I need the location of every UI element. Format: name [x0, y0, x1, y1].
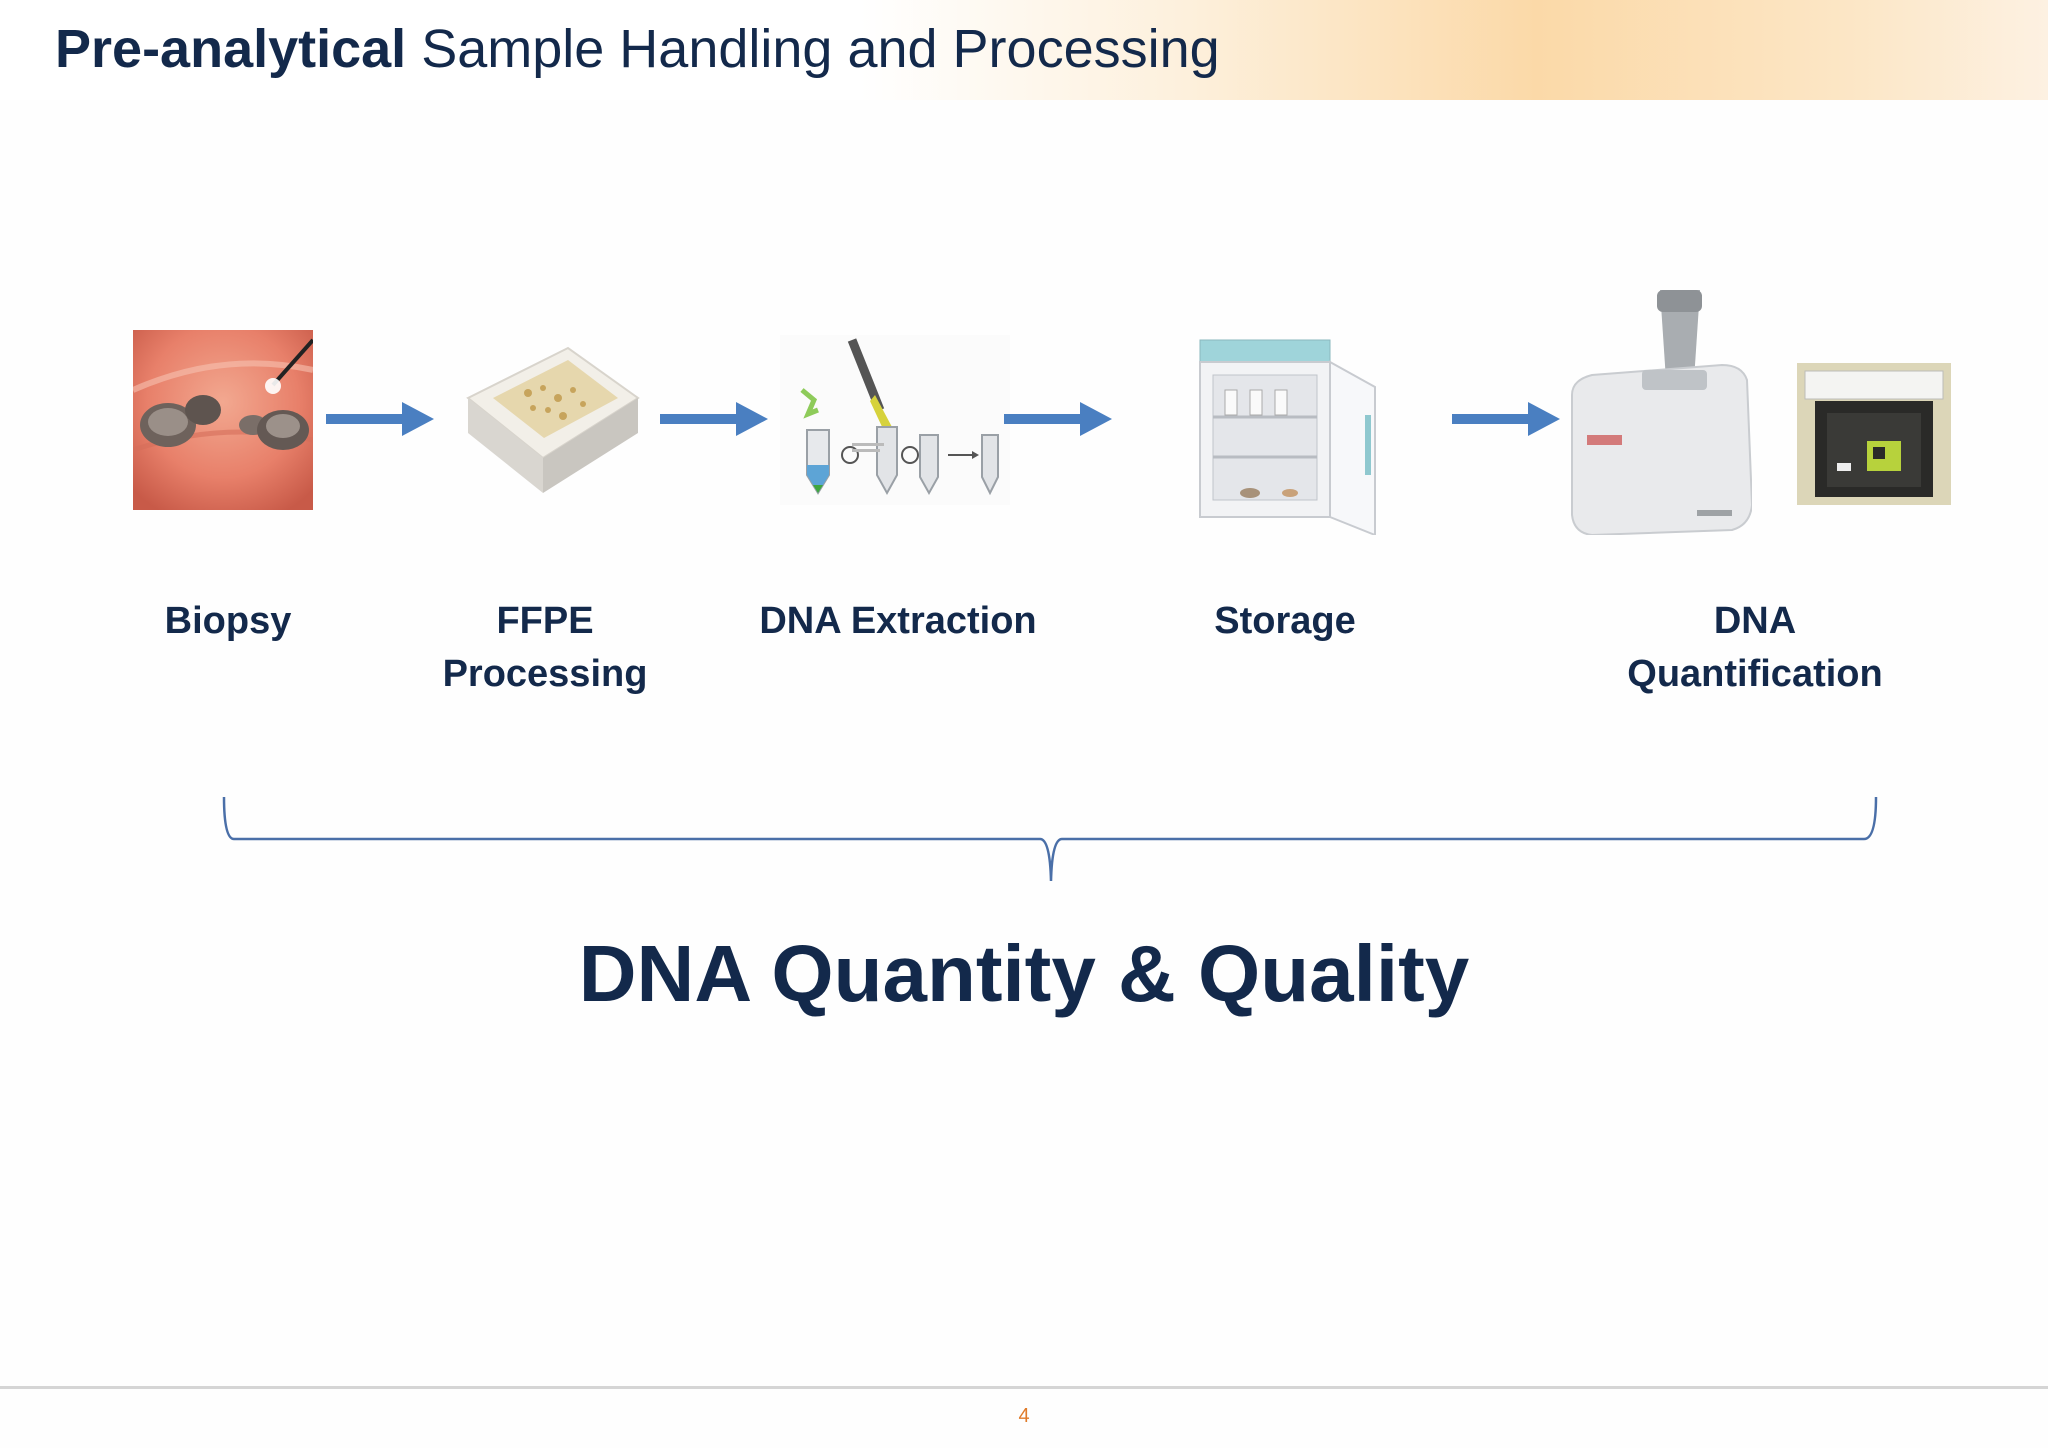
step-label-line: DNA Extraction [759, 600, 1037, 642]
header-band [0, 0, 2048, 100]
storage-fridge-image [1199, 339, 1376, 535]
footer-divider [0, 1386, 2048, 1389]
conclusion-text: DNA Quantity & Quality [578, 929, 1470, 1018]
step-label-biopsy: Biopsy [128, 595, 328, 648]
spectrophotometer-image [1571, 290, 1752, 535]
dna-extraction-image [780, 335, 1010, 505]
step-label-ffpe-processing: FFPE Processing [425, 595, 665, 701]
step-label-dna-extraction: DNA Extraction [748, 595, 1048, 648]
step-label-dna-quantification: DNA Quantification [1590, 595, 1920, 701]
step-label-storage: Storage [1165, 595, 1405, 648]
step-label-line: Processing [442, 653, 648, 695]
quantification-device-image [1797, 363, 1951, 505]
step-label-line: DNA [1713, 600, 1797, 642]
step-label-line: FFPE [496, 600, 594, 642]
biopsy-image [133, 330, 313, 510]
ffpe-block-image [466, 346, 640, 493]
step-label-line: Quantification [1627, 653, 1883, 695]
arrow-right-icon [326, 402, 434, 436]
step-label-line: Storage [1214, 600, 1356, 642]
slide-title: Pre-analytical Sample Handling and Proce… [55, 18, 1220, 80]
page-number: 4 [1018, 1405, 1030, 1427]
arrow-right-icon [1004, 402, 1112, 436]
slide-title-bold: Pre-analytical [55, 19, 407, 79]
step-label-line: Biopsy [164, 600, 292, 642]
arrow-right-icon [1452, 402, 1560, 436]
grouping-brace [222, 796, 1878, 882]
slide-title-rest: Sample Handling and Processing [406, 19, 1220, 79]
arrow-right-icon [660, 402, 768, 436]
